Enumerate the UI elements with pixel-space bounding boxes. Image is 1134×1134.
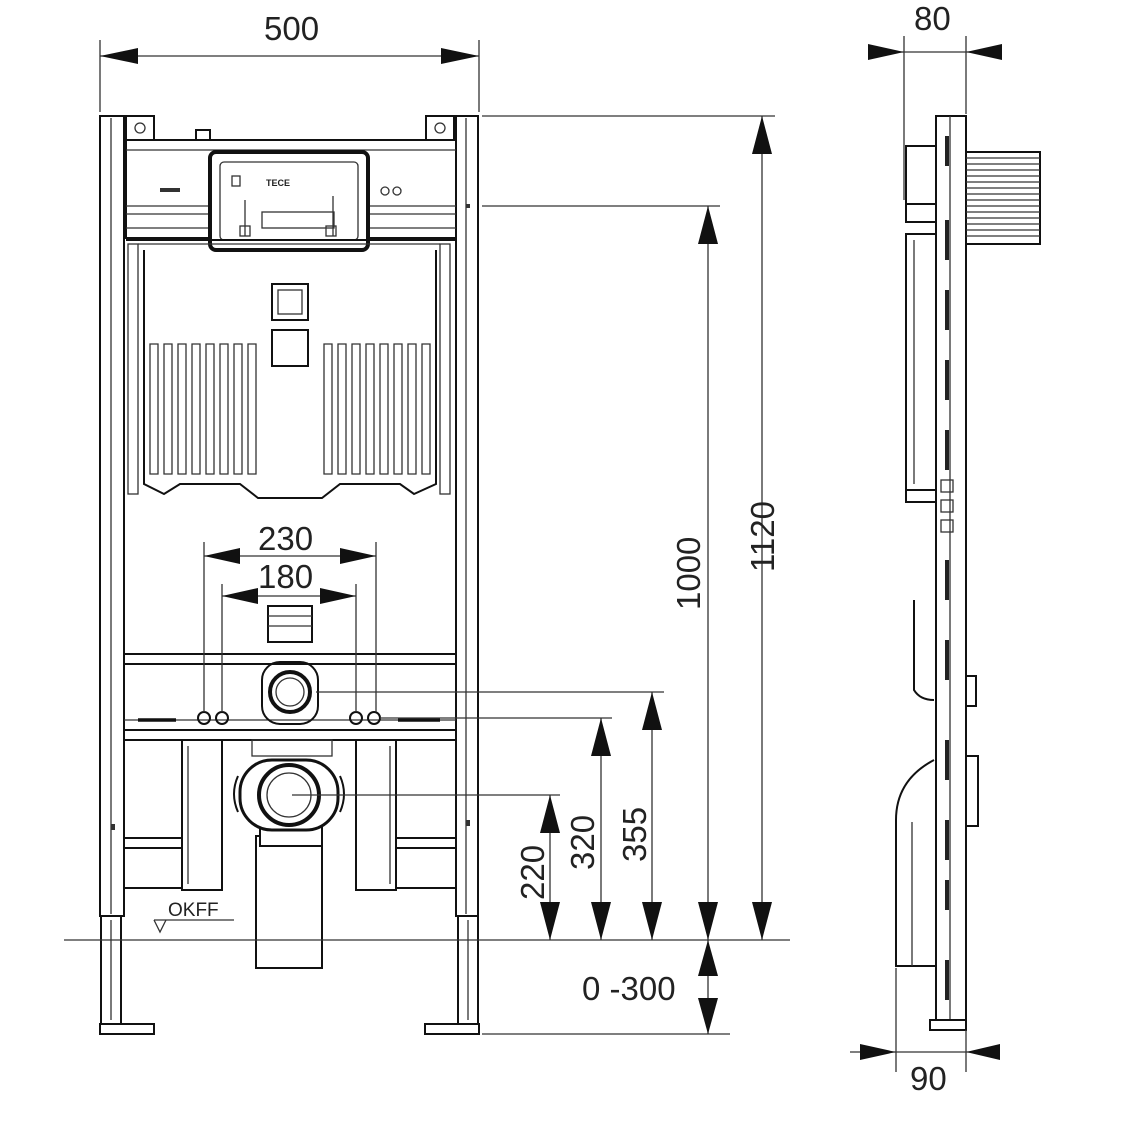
dim-pan-180: 180 (221, 558, 357, 712)
front-view: TECE (99, 40, 480, 1035)
dim-actuator-height-label: 1000 (670, 537, 707, 610)
dim-pan-230: 230 (203, 520, 377, 712)
dim-leg-adjustment: 0 -300 (482, 940, 730, 1035)
dim-outlet-height-label: 220 (514, 845, 551, 900)
dim-frame-height-label: 1120 (744, 501, 781, 572)
cistern-brand-label: TECE (266, 178, 290, 188)
dim-depth-bottom-label: 90 (910, 1060, 947, 1097)
dim-pan-outer-label: 230 (258, 520, 313, 557)
dim-depth-top-label: 80 (914, 0, 951, 37)
post-slots (940, 136, 954, 1000)
floor-label: OKFF (168, 900, 219, 921)
dim-height-1120: 1120 (482, 115, 781, 940)
dim-height-1000: 1000 (482, 205, 720, 940)
dim-studs-height-label: 320 (564, 815, 601, 870)
dim-width-500: 500 (100, 10, 479, 64)
cistern-ribs-left (149, 343, 257, 475)
dim-height-355: 355 (316, 691, 664, 940)
dim-depth-90: 90 (850, 968, 1000, 1097)
dim-inlet-height-label: 355 (616, 807, 653, 862)
dim-pan-inner-label: 180 (258, 558, 313, 595)
dim-width-label: 500 (264, 10, 319, 47)
side-view (895, 115, 1041, 1031)
dim-height-320: 320 (380, 717, 612, 940)
cistern-ribs-right (323, 343, 431, 475)
dim-depth-80: 80 (868, 0, 1002, 200)
dim-leg-adjustment-label: 0 -300 (582, 970, 676, 1007)
insulation-hatching (966, 157, 1040, 237)
dim-height-220: 220 (292, 794, 560, 940)
